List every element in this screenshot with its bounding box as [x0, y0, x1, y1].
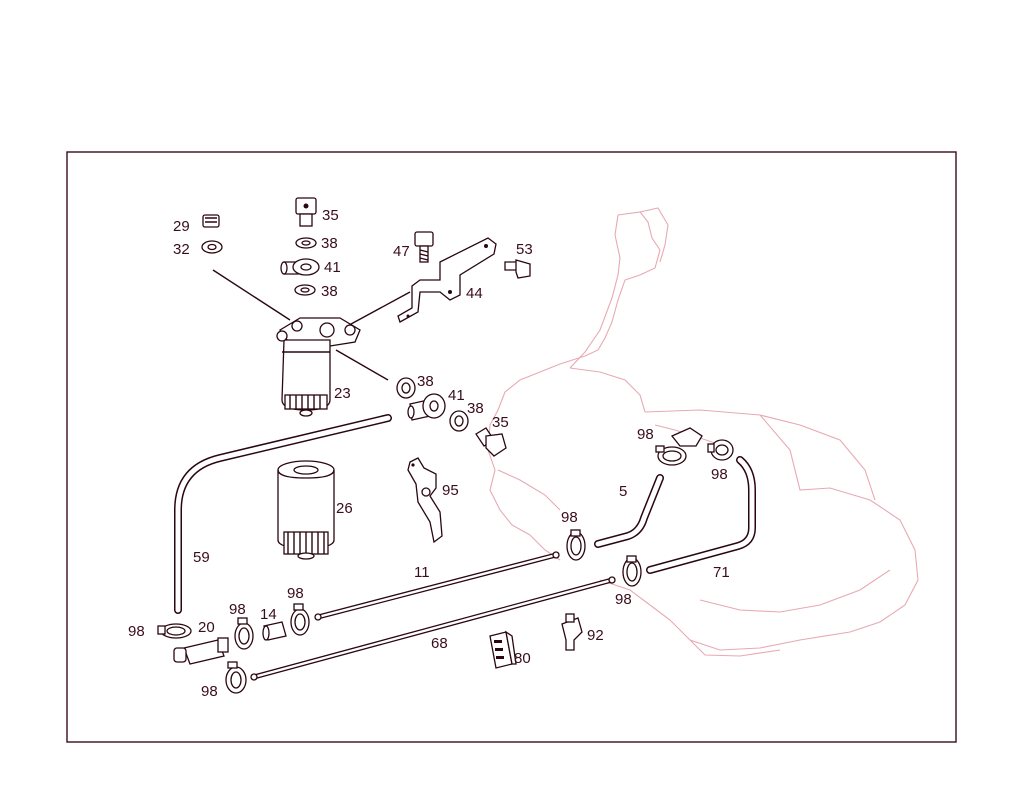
part-98-clamp-top: [670, 427, 703, 447]
part-98-clamp-f: [234, 617, 254, 650]
part-98-clamp-h: [225, 661, 247, 694]
label-53: 53: [516, 241, 533, 258]
part-38-washer-c: [396, 377, 416, 399]
label-98-b: 98: [711, 466, 728, 483]
label-98-f: 98: [229, 601, 246, 618]
label-38-d: 38: [467, 400, 484, 417]
part-98-clamp-g: [157, 623, 192, 639]
part-35-banjo-bolt-top: [295, 197, 317, 227]
label-98-c: 98: [561, 509, 578, 526]
label-68: 68: [431, 635, 448, 652]
label-71: 71: [713, 564, 730, 581]
label-98-e: 98: [287, 585, 304, 602]
part-98-clamp-e: [290, 603, 310, 636]
label-44: 44: [466, 285, 483, 302]
part-95-bracket: [407, 457, 443, 544]
label-29: 29: [173, 218, 190, 235]
label-98-h: 98: [201, 683, 218, 700]
label-32: 32: [173, 241, 190, 258]
label-59: 59: [193, 549, 210, 566]
label-92: 92: [587, 627, 604, 644]
part-23-filter-housing: [276, 317, 361, 417]
part-98-clamp-b: [707, 439, 734, 461]
label-5: 5: [619, 483, 627, 500]
part-44-bracket: [397, 237, 497, 323]
label-47: 47: [393, 243, 410, 260]
part-98-clamp-d: [622, 555, 642, 587]
part-71-hose: [646, 456, 756, 574]
part-32-washer: [201, 240, 223, 254]
part-labels: 29 32 35 38 41 38 47 53 44 23 38 41 38 3…: [128, 207, 730, 700]
part-20-connector: [173, 637, 229, 665]
label-80: 80: [514, 650, 531, 667]
label-20: 20: [198, 619, 215, 636]
label-38-b: 38: [321, 283, 338, 300]
label-23: 23: [334, 385, 351, 402]
label-98-a: 98: [637, 426, 654, 443]
leader-lines: [212, 269, 411, 381]
part-80-block: [489, 630, 517, 669]
label-95: 95: [442, 482, 459, 499]
background-engine-outline: [487, 207, 919, 657]
part-47-bolt: [414, 231, 434, 263]
label-35-mid: 35: [492, 414, 509, 431]
label-98-g: 98: [128, 623, 145, 640]
label-38-a: 38: [321, 235, 338, 252]
part-98-clamp-c: [566, 529, 586, 561]
part-38-washer-d: [449, 410, 469, 432]
label-11: 11: [414, 564, 430, 581]
label-26: 26: [336, 500, 353, 517]
part-14-connector: [262, 621, 287, 641]
part-68-fuel-line: [250, 576, 616, 681]
part-11-fuel-line: [314, 551, 560, 621]
part-38-washer-a: [295, 237, 317, 249]
label-35-top: 35: [322, 207, 339, 224]
part-29-plug: [202, 214, 220, 228]
part-41-banjo-mid: [407, 393, 446, 421]
label-14: 14: [260, 606, 277, 623]
part-53-screw: [504, 259, 531, 279]
label-41-top: 41: [324, 259, 341, 276]
label-41-mid: 41: [448, 387, 465, 404]
part-59-hose: [174, 414, 392, 614]
part-35-banjo-bolt-mid: [475, 427, 507, 457]
part-98-clamp-a: [655, 445, 687, 466]
diagram-frame: [66, 151, 957, 743]
part-92-valve: [561, 613, 583, 651]
label-38-c: 38: [417, 373, 434, 390]
part-26-filter-element: [277, 460, 335, 560]
part-41-banjo-top: [280, 258, 320, 276]
part-38-washer-b: [294, 284, 316, 296]
label-98-d: 98: [615, 591, 632, 608]
part-5-hose: [594, 474, 664, 548]
